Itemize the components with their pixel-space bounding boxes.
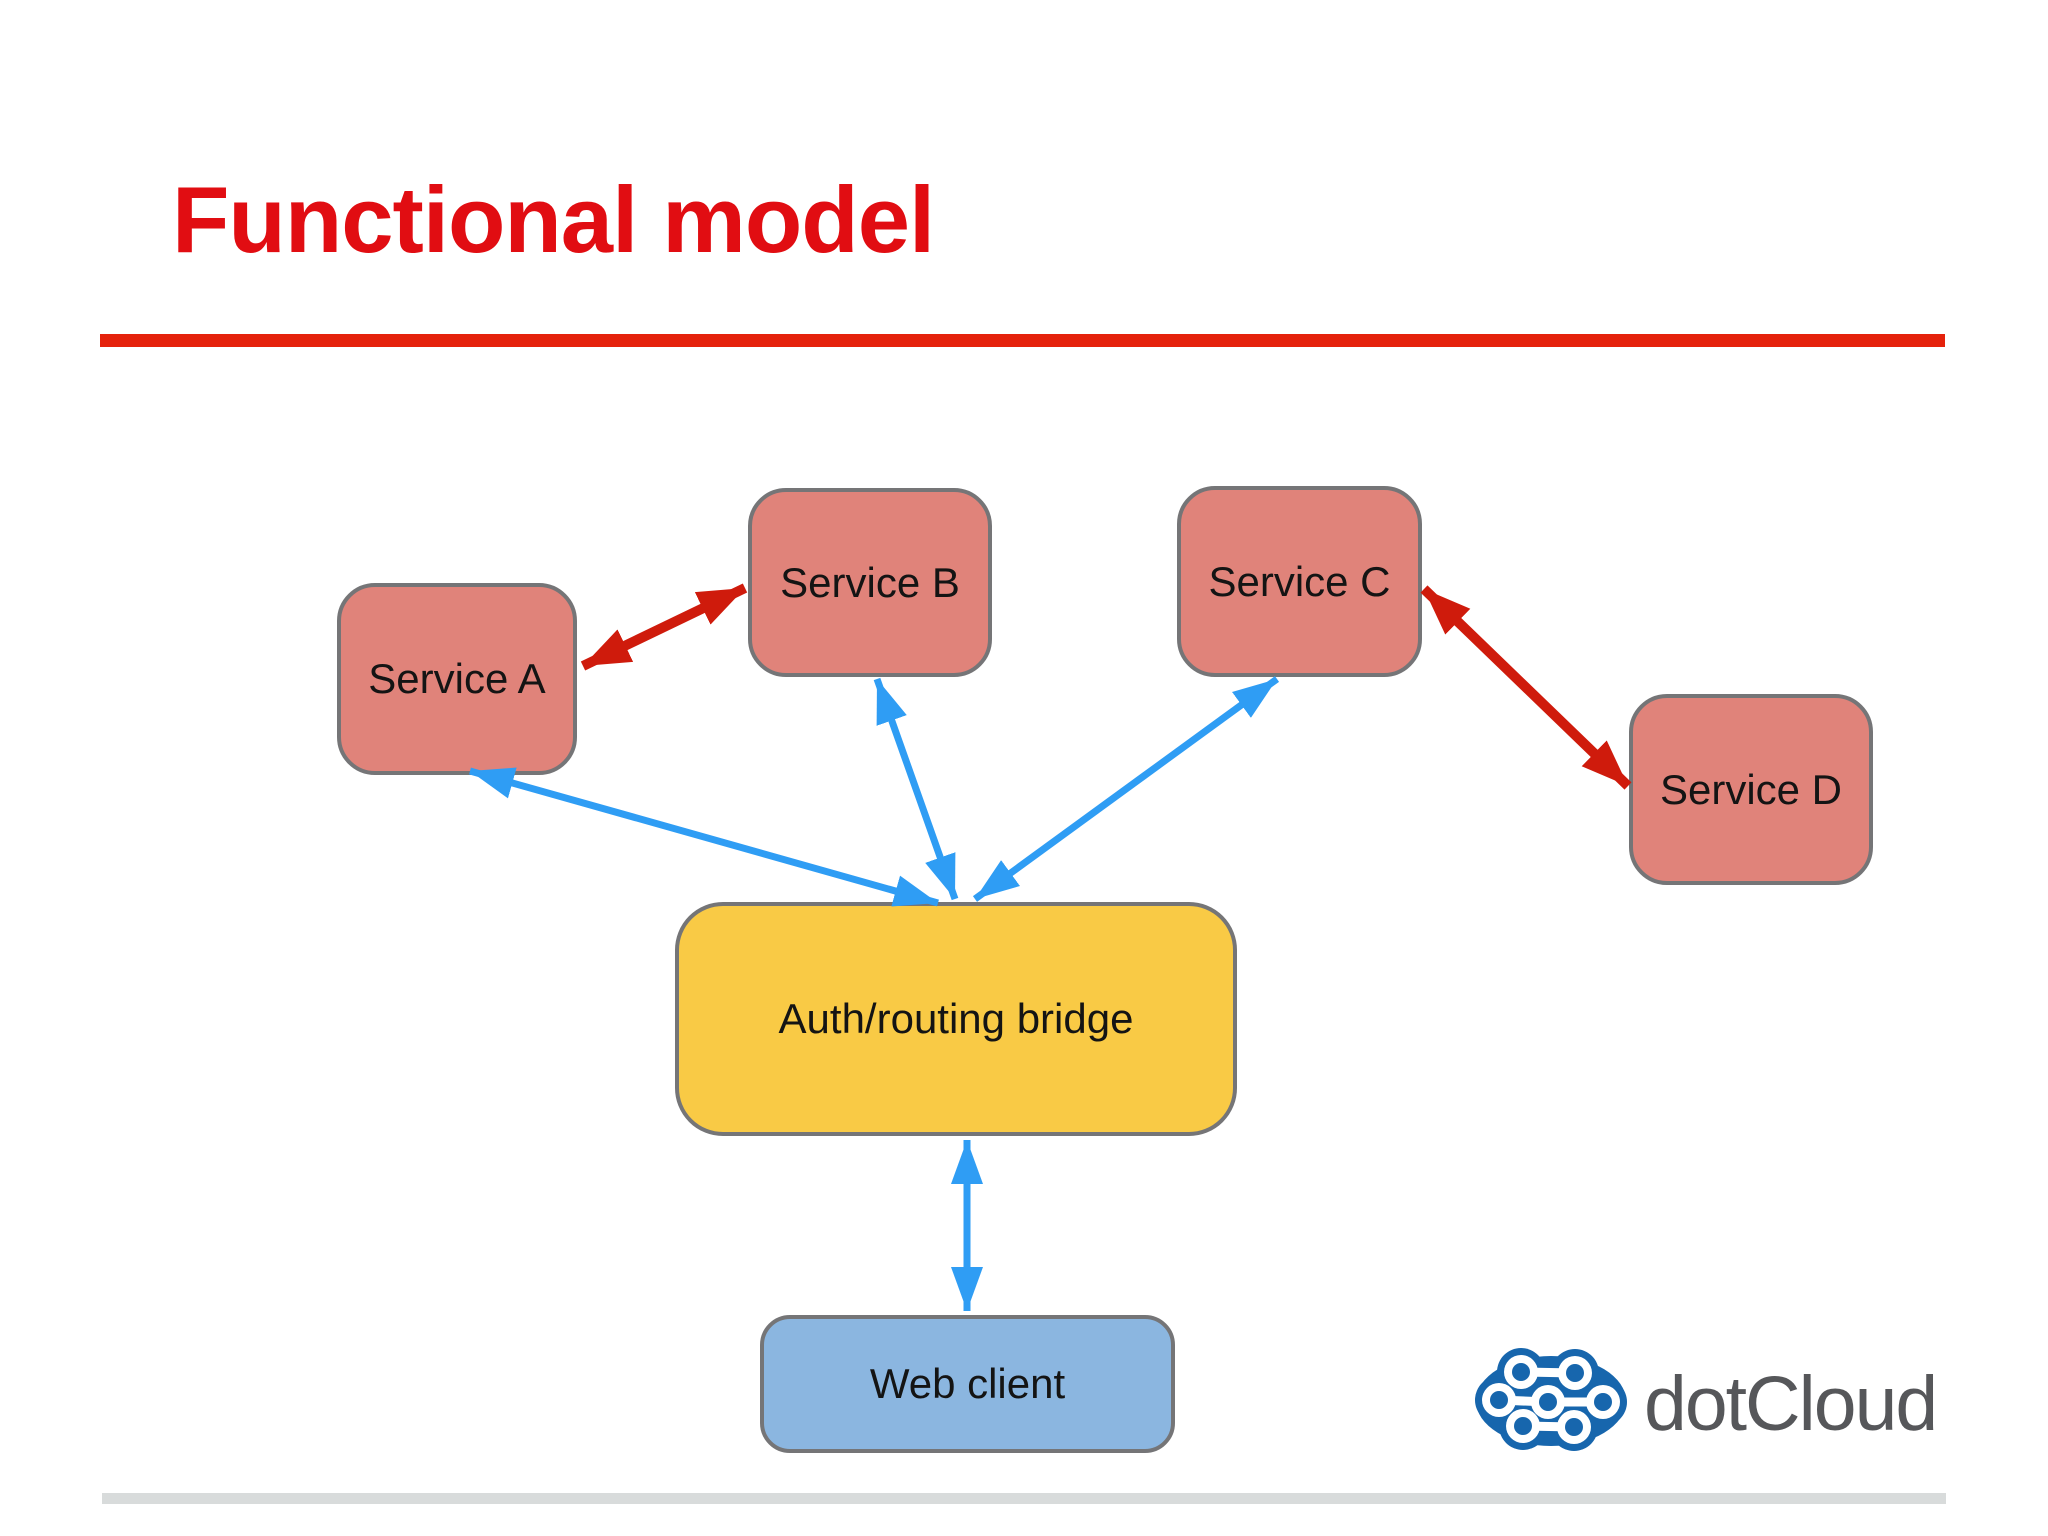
edge-service-a-service-b: [580, 583, 748, 671]
node-service-d-label: Service D: [1659, 765, 1843, 813]
dotcloud-logo-text: dotCloud: [1644, 1361, 1938, 1447]
edge-bridge-service-b: [873, 677, 959, 901]
slide-footer-bar: [102, 1493, 1946, 1504]
node-service-b-label: Service B: [780, 558, 960, 606]
node-service-c-label: Service C: [1208, 557, 1391, 605]
page-title: Functional model: [172, 167, 935, 272]
edge-bridge-service-c: [972, 676, 1280, 902]
node-service-d: Service D: [1629, 694, 1873, 885]
node-service-b: Service B: [748, 488, 992, 677]
node-web-client: Web client: [760, 1315, 1175, 1453]
node-auth-routing-bridge-label: Auth/routing bridge: [778, 995, 1134, 1042]
dotcloud-cloud-icon: [1475, 1348, 1627, 1451]
title-underline: [100, 334, 1945, 347]
node-service-a: Service A: [337, 583, 577, 775]
node-service-c: Service C: [1177, 486, 1422, 677]
node-auth-routing-bridge: Auth/routing bridge: [675, 902, 1237, 1136]
node-web-client-label: Web client: [869, 1360, 1066, 1407]
node-service-a-label: Service A: [368, 655, 546, 702]
edge-service-c-service-d: [1420, 585, 1632, 790]
edge-bridge-service-a: [469, 767, 939, 907]
